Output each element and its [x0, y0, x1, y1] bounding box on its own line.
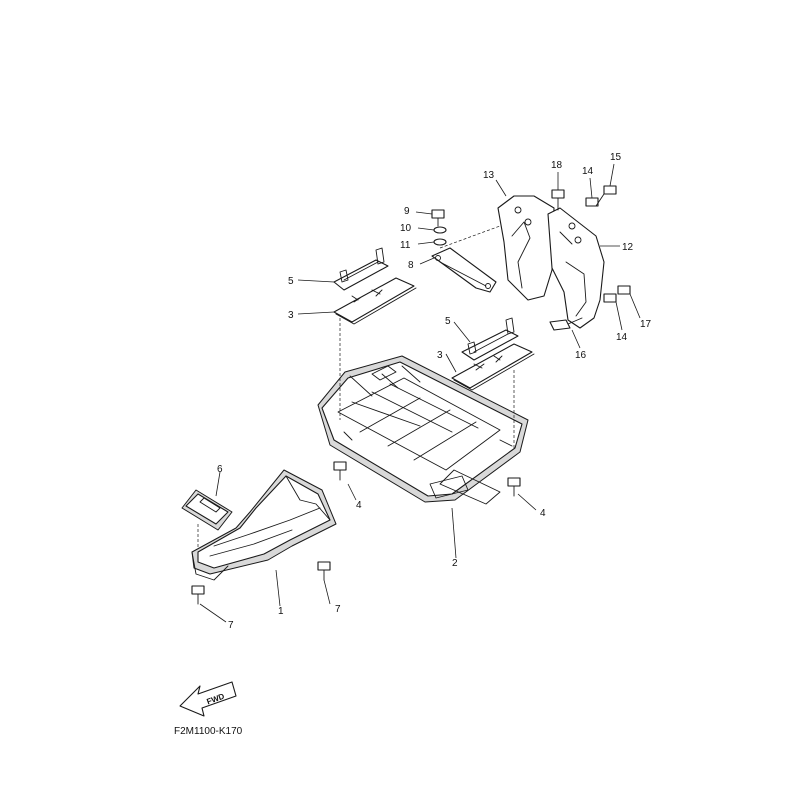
callout-7-left: 7 [228, 620, 234, 631]
callout-8: 8 [408, 260, 414, 271]
part-5-clamp-left [333, 247, 389, 291]
bolt-7-right [317, 561, 331, 581]
nut-14-top [585, 197, 599, 207]
callout-6: 6 [217, 464, 223, 475]
part-3-plate-left [333, 277, 417, 325]
part-6-pad [181, 489, 233, 531]
callout-14-top: 14 [582, 166, 594, 177]
washer-11 [433, 238, 447, 246]
callout-13: 13 [483, 170, 495, 181]
nut-14-bottom [603, 293, 617, 303]
fwd-arrow: FWD [179, 681, 237, 717]
part-8-bracket [431, 247, 497, 293]
bolt-7-left [191, 585, 205, 605]
part-13-bracket-plate [497, 195, 555, 301]
callout-2: 2 [452, 558, 458, 569]
callout-9: 9 [404, 206, 410, 217]
part-3-plate-right [451, 343, 535, 391]
callout-5-left: 5 [288, 276, 294, 287]
leader-lines [199, 163, 641, 623]
bolt-17 [617, 285, 631, 295]
bolt-4-right [507, 477, 521, 497]
callout-14-bottom: 14 [616, 332, 628, 343]
part-12-side-bracket [547, 207, 605, 329]
bolt-4-left [333, 461, 347, 481]
assembly-guides [197, 225, 515, 548]
callout-4-left: 4 [356, 500, 362, 511]
callout-7-right: 7 [335, 604, 341, 615]
callouts: 1 2 3 3 4 4 5 5 6 7 7 8 9 10 11 12 13 14… [217, 152, 652, 631]
part-5-clamp-right [461, 317, 519, 361]
callout-11: 11 [400, 240, 411, 251]
callout-3-right: 3 [437, 350, 443, 361]
bolt-18 [551, 189, 565, 211]
callout-4-right: 4 [540, 508, 546, 519]
part-1-guide [191, 469, 337, 581]
bolt-16 [549, 317, 583, 331]
callout-15: 15 [610, 152, 622, 163]
washer-10 [433, 226, 447, 234]
callout-3-left: 3 [288, 310, 294, 321]
callout-16: 16 [575, 350, 587, 361]
callout-17: 17 [640, 319, 652, 330]
callout-1: 1 [278, 606, 284, 617]
part-2-cradle [317, 355, 529, 505]
callout-18: 18 [551, 160, 563, 171]
bolt-9 [431, 209, 445, 227]
callout-5-right: 5 [445, 316, 451, 327]
reference-code: F2M1100-K170 [174, 726, 243, 737]
bolt-15 [595, 185, 617, 207]
callout-10: 10 [400, 223, 412, 234]
callout-12: 12 [622, 242, 634, 253]
